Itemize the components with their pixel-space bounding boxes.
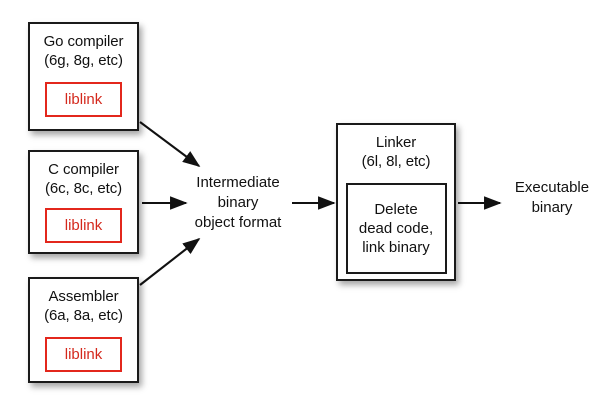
node-linker-title: Linker (6l, 8l, etc) (361, 134, 431, 170)
node-assembler[interactable]: Assembler (6a, 8a, etc) liblink (28, 277, 139, 383)
edge-go-to-intermediate (139, 121, 201, 168)
node-linker[interactable]: Linker (6l, 8l, etc) Delete dead code, l… (336, 123, 456, 281)
node-c-compiler-title: C compiler (6c, 8c, etc) (44, 161, 123, 197)
node-c-compiler-liblink[interactable]: liblink (45, 208, 122, 243)
node-go-compiler-liblink[interactable]: liblink (45, 82, 122, 117)
edge-assembler-to-intermediate (139, 237, 201, 286)
node-executable-binary-label: Executable binary (514, 179, 590, 216)
node-go-compiler[interactable]: Go compiler (6g, 8g, etc) liblink (28, 22, 139, 131)
node-go-compiler-title: Go compiler (6g, 8g, etc) (43, 33, 124, 69)
node-c-compiler[interactable]: C compiler (6c, 8c, etc) liblink (28, 150, 139, 254)
node-assembler-liblink[interactable]: liblink (45, 337, 122, 372)
node-linker-operation[interactable]: Delete dead code, link binary (345, 183, 447, 274)
node-assembler-title: Assembler (6a, 8a, etc) (44, 288, 123, 324)
node-intermediate-format-label: Intermediate binary object format (194, 174, 282, 231)
